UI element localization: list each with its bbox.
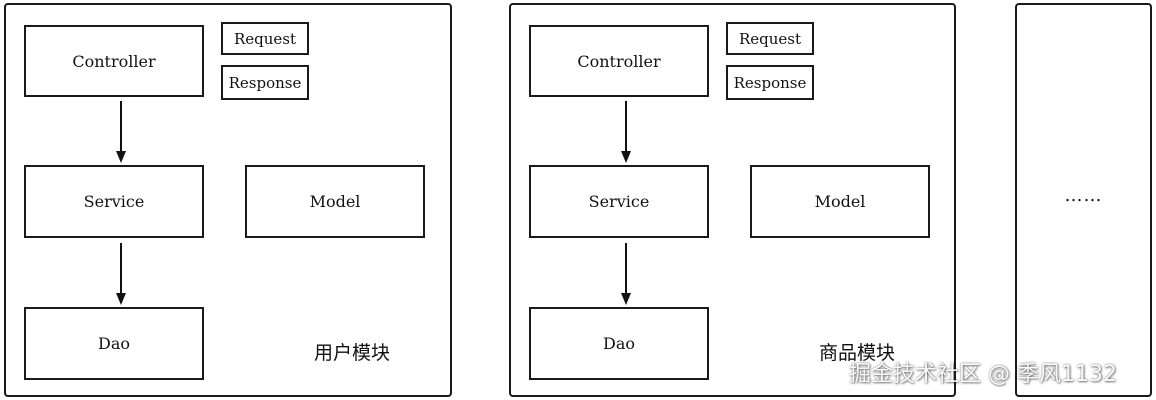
controller-label: Controller <box>72 51 156 71</box>
request-box: Request <box>221 22 309 55</box>
more-modules-panel: …… <box>1015 3 1152 397</box>
dao-box: Dao <box>529 307 709 380</box>
source-watermark: 掘金技术社区 @ 季风1132 <box>849 362 1117 387</box>
model-label: Model <box>814 192 866 211</box>
controller-box: Controller <box>529 25 709 97</box>
product-module-panel: Controller Request Response Service Mode… <box>509 3 956 397</box>
request-label: Request <box>738 29 802 48</box>
dao-box: Dao <box>24 307 204 380</box>
service-label: Service <box>588 192 650 211</box>
service-to-dao-arrow <box>116 243 126 305</box>
response-box: Response <box>221 65 309 100</box>
module-title: 用户模块 <box>314 342 391 364</box>
controller-box: Controller <box>24 25 204 97</box>
service-box: Service <box>24 165 204 238</box>
response-label: Response <box>733 73 807 92</box>
model-box: Model <box>750 165 930 238</box>
ellipsis-text: …… <box>1064 185 1103 206</box>
service-label: Service <box>83 192 145 211</box>
response-box: Response <box>726 65 814 100</box>
dao-label: Dao <box>603 334 635 353</box>
module-title: 商品模块 <box>819 342 896 364</box>
service-to-dao-arrow <box>621 243 631 305</box>
request-box: Request <box>726 22 814 55</box>
service-box: Service <box>529 165 709 238</box>
user-module-panel: Controller Request Response Service Mode… <box>4 3 452 397</box>
controller-label: Controller <box>577 51 661 71</box>
model-label: Model <box>309 192 361 211</box>
controller-to-service-arrow <box>116 101 126 163</box>
controller-to-service-arrow <box>621 101 631 163</box>
model-box: Model <box>245 165 425 238</box>
dao-label: Dao <box>98 334 130 353</box>
request-label: Request <box>233 29 297 48</box>
response-label: Response <box>228 73 302 92</box>
